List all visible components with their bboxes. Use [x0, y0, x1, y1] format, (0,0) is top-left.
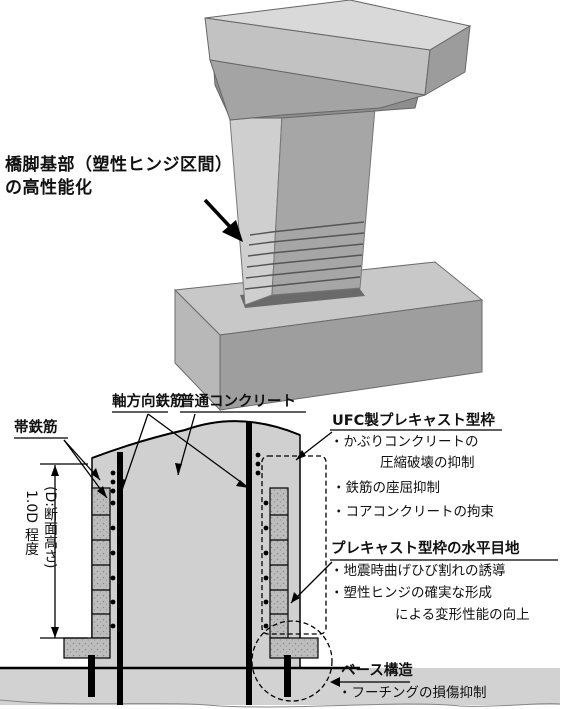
ufc-heading: UFC製プレキャスト型枠	[332, 413, 495, 429]
footing-right-face	[219, 299, 483, 411]
column-right-face	[271, 107, 376, 296]
cap-end-face	[424, 25, 471, 96]
axial-rebar-left	[117, 452, 123, 705]
ground-edge	[0, 699, 561, 708]
ufc-item-2: 圧縮破壊の抑制	[380, 455, 475, 471]
precast-form-right	[269, 487, 289, 639]
ufc-dashed-box	[261, 455, 327, 635]
anchor-rebar-left	[88, 655, 95, 697]
ufc-item-1: ・かぶりコンクリートの	[330, 434, 479, 450]
ufc-item-3: ・鉄筋の座屈抑制	[332, 480, 440, 496]
anchor-rebar-right	[284, 655, 291, 697]
pier-3d-illustration	[173, 0, 484, 412]
precast-segments	[244, 221, 365, 290]
joint-item-1: ・地震時曲げひび割れの誘導	[330, 563, 506, 579]
joint-item-3: による変形性能の向上	[395, 607, 530, 623]
leader-arrowheads	[91, 450, 340, 687]
dim-arrow-bottom	[51, 627, 59, 638]
base-item-1: ・フーチングの損傷抑制	[338, 685, 487, 701]
height-label: 1.0D 程度	[23, 490, 39, 556]
ufc-item-4: ・コアコンクリートの拘束	[332, 504, 494, 520]
callout-title-line1: 橋脚基部（塑性ヒンジ区間）	[5, 155, 233, 175]
dim-arrow-top	[51, 465, 59, 476]
leader-lines	[14, 411, 558, 683]
joint-heading: プレキャスト型枠の水平目地	[331, 541, 520, 557]
axial-rebar-right	[246, 422, 252, 705]
callout-title-line2: の高性能化	[5, 178, 93, 198]
height-sublabel: (D:断面高さ)	[42, 486, 58, 569]
concrete-body	[91, 420, 301, 669]
cap-underside	[209, 59, 426, 121]
label-normal-concrete: 普通コンクリート	[180, 394, 296, 410]
callout-arrow-shaft	[203, 198, 235, 232]
precast-base-left	[63, 637, 111, 659]
label-hoop-rebar: 帯鉄筋	[14, 420, 58, 436]
precast-base-right	[269, 637, 319, 659]
horizontal-joints	[92, 514, 288, 615]
base-dashed-ellipse	[251, 620, 333, 702]
base-heading: ベース構造	[341, 663, 413, 679]
hoop-rebar-dots	[110, 452, 269, 629]
column-top-break	[91, 420, 301, 459]
joint-item-2: ・塑性ヒンジの確実な形成	[330, 585, 492, 601]
ground-fill	[0, 668, 560, 705]
section-diagram	[0, 411, 561, 708]
label-axial-rebar: 軸方向鉄筋	[112, 394, 185, 410]
callout-arrow-head	[222, 220, 243, 242]
precast-form-left	[91, 487, 111, 639]
